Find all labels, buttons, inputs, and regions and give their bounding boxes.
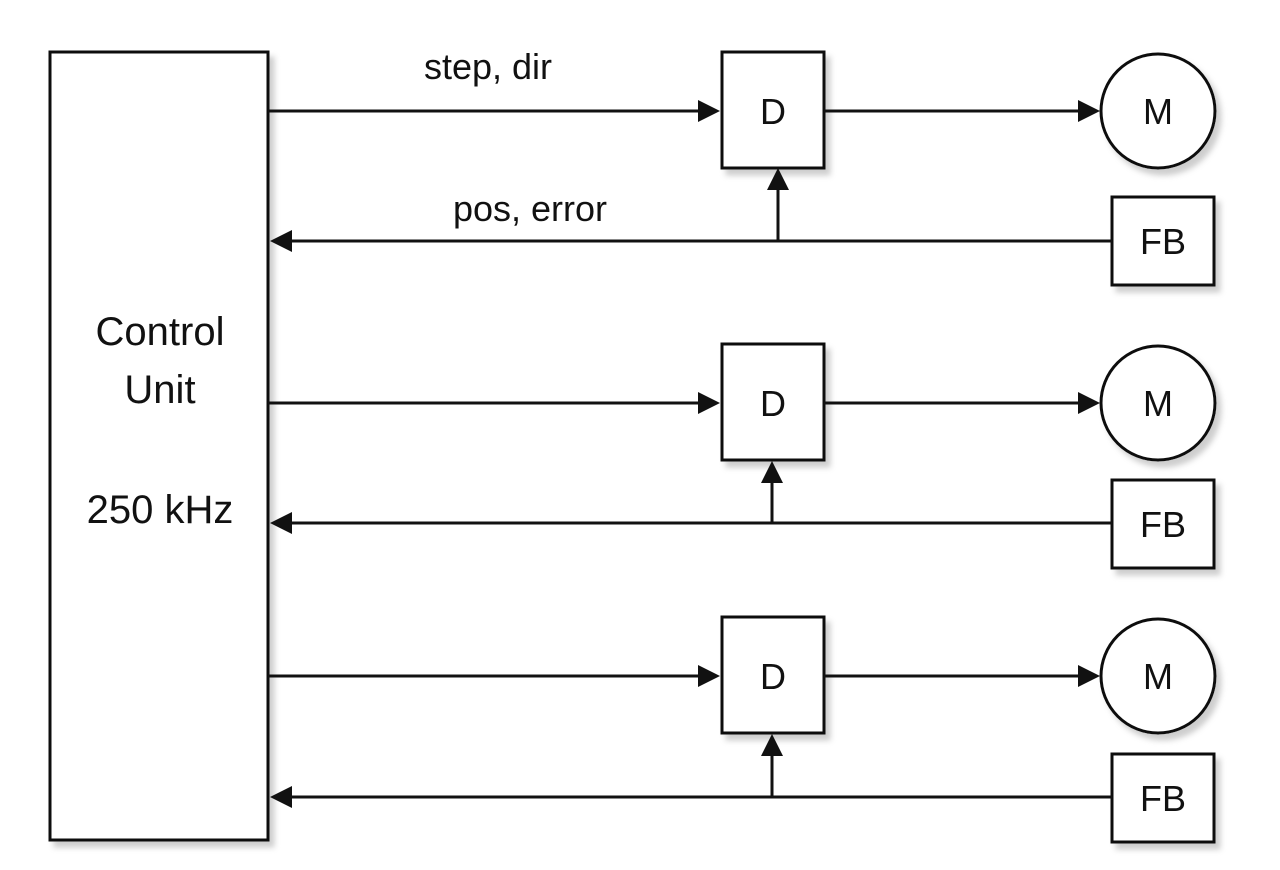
- driver-label: D: [760, 91, 786, 132]
- channel-2: D M FB: [268, 342, 1217, 570]
- forward-signal-label: step, dir: [424, 46, 552, 87]
- channel-1: D M FB: [268, 50, 1217, 287]
- feedback-box: [1110, 752, 1216, 844]
- arrowhead-icon: [761, 461, 783, 483]
- driver-label: D: [760, 383, 786, 424]
- arrowhead-icon: [1078, 665, 1100, 687]
- motor-circle: [1099, 344, 1217, 462]
- motor-label: M: [1143, 656, 1173, 697]
- motor-label: M: [1143, 91, 1173, 132]
- control-unit-box: [48, 50, 270, 842]
- arrowhead-icon: [698, 392, 720, 414]
- control-unit-label-line2: Unit: [124, 368, 195, 412]
- channel-3: D M FB: [268, 615, 1217, 844]
- feedback-label: FB: [1140, 504, 1186, 545]
- arrowhead-icon: [1078, 392, 1100, 414]
- motor-circle: [1099, 617, 1217, 735]
- motor-label: M: [1143, 383, 1173, 424]
- arrowhead-icon: [767, 168, 789, 190]
- control-unit-label-line1: Control: [96, 310, 225, 354]
- arrowhead-icon: [270, 786, 292, 808]
- feedback-label: FB: [1140, 778, 1186, 819]
- arrowhead-icon: [761, 734, 783, 756]
- feedback-label: FB: [1140, 221, 1186, 262]
- driver-box: [720, 615, 826, 735]
- arrowhead-icon: [1078, 100, 1100, 122]
- arrowhead-icon: [270, 230, 292, 252]
- motor-circle: [1099, 52, 1217, 170]
- arrowhead-icon: [698, 665, 720, 687]
- arrowhead-icon: [698, 100, 720, 122]
- feedback-signal-label: pos, error: [453, 188, 607, 229]
- driver-label: D: [760, 656, 786, 697]
- feedback-box: [1110, 478, 1216, 570]
- arrowhead-icon: [270, 512, 292, 534]
- control-unit-frequency: 250 kHz: [87, 488, 234, 532]
